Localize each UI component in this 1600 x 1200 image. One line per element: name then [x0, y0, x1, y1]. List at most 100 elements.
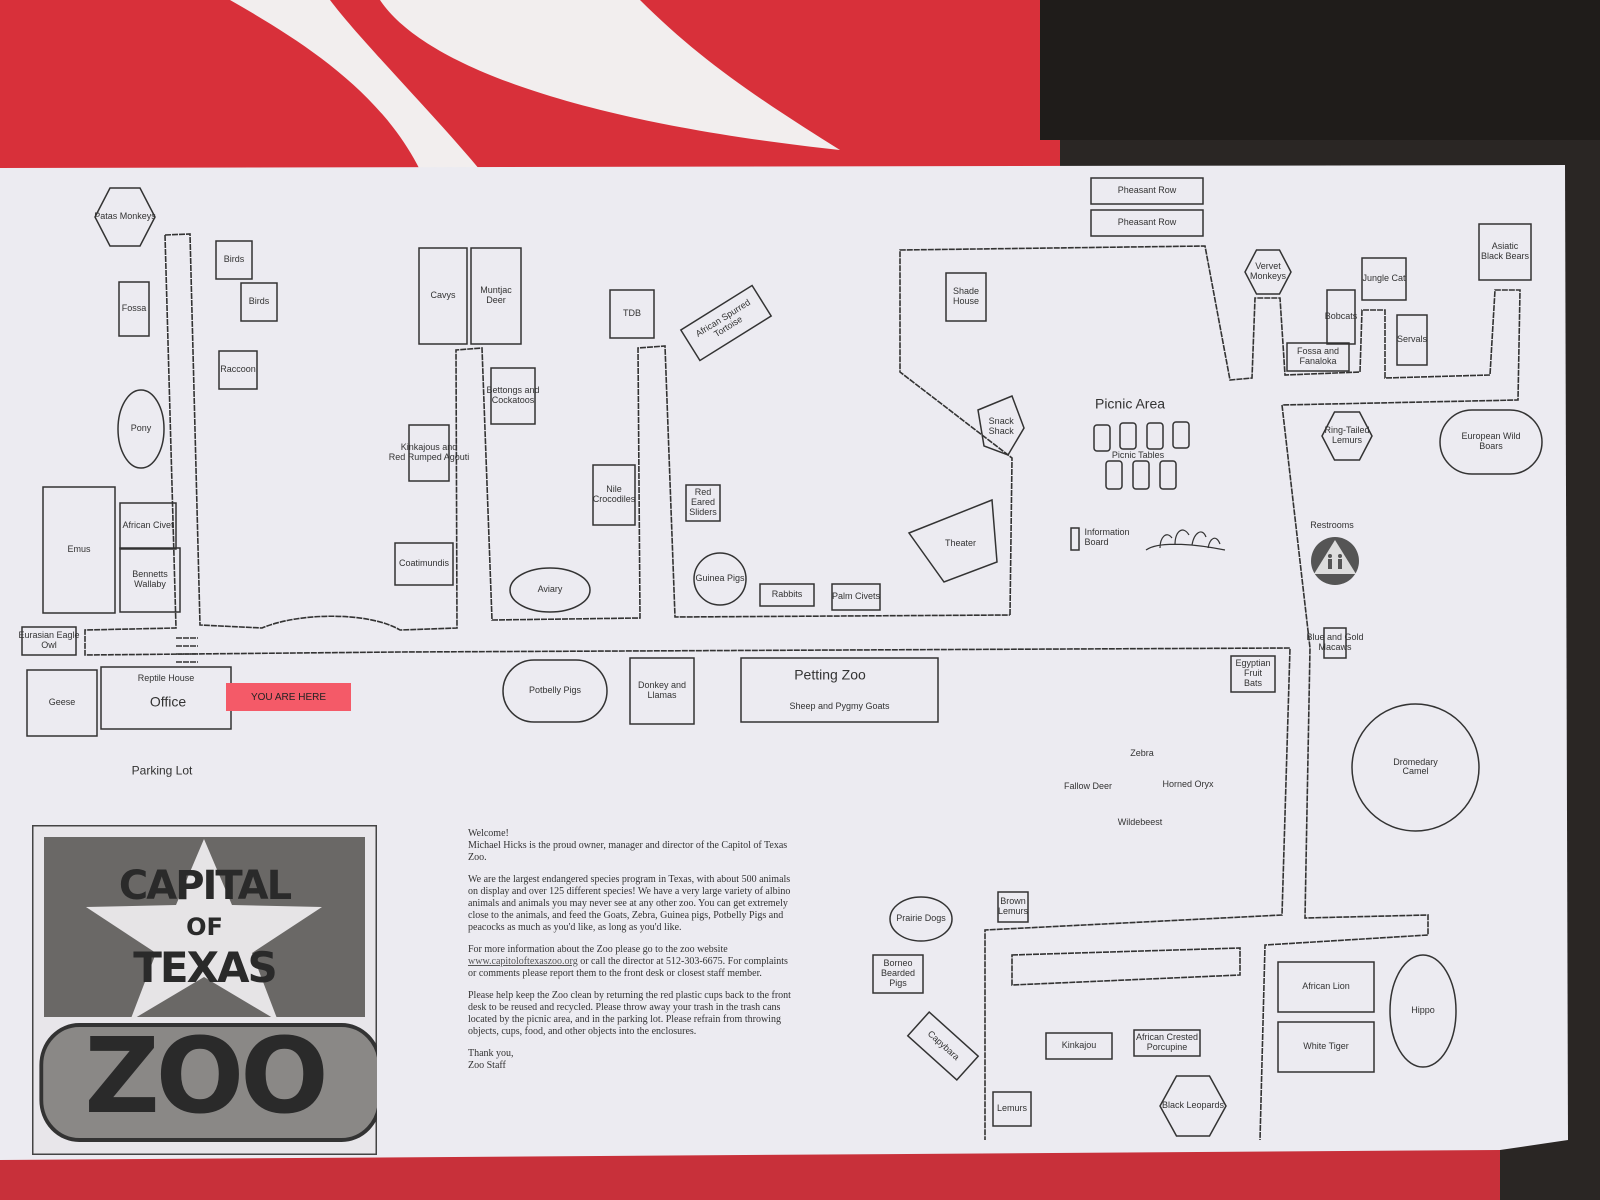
- wildebeest-label: Wildebeest: [1117, 817, 1163, 828]
- cactus-icon: [1145, 529, 1226, 551]
- enclosure-african-lion-label: African Lion: [1302, 981, 1350, 992]
- enclosure-asiatic-black-bears-label: Asiatic Black Bears: [1480, 241, 1530, 261]
- enclosure-sheep-and-pygmy-goats-shape: [740, 657, 939, 723]
- enclosure-raccoon-shape: [218, 350, 258, 390]
- enclosure-lemurs-shape: [992, 1091, 1032, 1127]
- enclosure-fossa-and-fanaloka-shape: [1286, 342, 1350, 372]
- picnic-tables-label: Picnic Tables: [1111, 450, 1165, 461]
- enclosure-birds-shape: [240, 282, 278, 322]
- enclosure-cavys-shape: [418, 247, 468, 345]
- fallow-deer-label: Fallow Deer: [1063, 781, 1113, 792]
- enclosure-emus-label: Emus: [67, 544, 91, 555]
- enclosure-theater-label: Theater: [944, 538, 977, 549]
- enclosure-hippo-label: Hippo: [1411, 1005, 1435, 1016]
- enclosure-african-spurred-tortoise-shape: [679, 284, 773, 362]
- enclosure-servals-shape: [1396, 314, 1428, 366]
- enclosure-jungle-cat-label: Jungle Cat: [1362, 273, 1406, 284]
- enclosure-sheep-and-pygmy-goats-label: Sheep and Pygmy Goats: [789, 701, 890, 712]
- horned-oryx-label: Horned Oryx: [1162, 779, 1214, 790]
- enclosure-birds-shape: [215, 240, 253, 280]
- enclosure-european-wild-boars-shape: [1439, 409, 1543, 475]
- restrooms-label: Restrooms: [1310, 520, 1354, 531]
- enclosure-black-leopards-label: Black Leopards: [1161, 1100, 1225, 1111]
- enclosure-egyptian-fruit-bats-shape: [1230, 655, 1276, 693]
- enclosure-guinea-pigs-shape: [693, 552, 747, 606]
- welcome-text: Welcome! Michael Hicks is the proud owne…: [468, 828, 798, 1072]
- enclosure-rabbits-label: Rabbits: [771, 589, 803, 600]
- enclosure-bobcats-shape: [1326, 289, 1356, 345]
- enclosure-blue-and-gold-macaws-label: Blue and Gold Macaws: [1306, 632, 1364, 652]
- enclosure-pheasant-row-label: Pheasant Row: [1117, 217, 1177, 228]
- petting-zoo-label: Petting Zoo: [794, 666, 866, 683]
- enclosure-palm-civets-shape: [831, 583, 881, 611]
- picnic-area-label: Picnic Area: [1094, 395, 1166, 412]
- welcome-paragraph-1: Michael Hicks is the proud owner, manage…: [468, 840, 788, 863]
- enclosure-pony-shape: [117, 389, 165, 469]
- enclosure-raccoon-label: Raccoon: [220, 364, 256, 375]
- enclosure-kinkajou-shape: [1045, 1032, 1113, 1060]
- enclosure-pheasant-row-label: Pheasant Row: [1117, 185, 1177, 196]
- enclosure-pheasant-row-shape: [1090, 209, 1204, 237]
- enclosure-snack-shack-label: Snack Shack: [988, 416, 1014, 436]
- information-board-label: Information Board: [1084, 527, 1130, 547]
- enclosure-birds-label: Birds: [223, 254, 245, 265]
- enclosure-patas-monkeys-label: Patas Monkeys: [94, 211, 156, 222]
- enclosure-shade-house-label: Shade House: [952, 286, 980, 306]
- walking-path: [899, 245, 1521, 616]
- enclosure-reptile-house-label: Reptile House: [137, 673, 195, 684]
- enclosure-geese-label: Geese: [48, 697, 76, 708]
- enclosure-red-eared-sliders-label: Red Eared Sliders: [689, 487, 717, 517]
- welcome-signature: Zoo Staff: [468, 1060, 506, 1071]
- enclosure-lemurs-label: Lemurs: [996, 1103, 1028, 1114]
- website-link[interactable]: www.capitoloftexaszoo.org: [468, 956, 578, 967]
- enclosure-dromedary-camel-label: Dromedary Camel: [1393, 756, 1438, 777]
- enclosure-patas-monkeys-shape: [94, 187, 156, 247]
- enclosure-vervet-monkeys-label: Vervet Monkeys: [1249, 261, 1287, 281]
- enclosure-donkey-and-llamas-shape: [629, 657, 695, 725]
- enclosure-white-tiger-label: White Tiger: [1303, 1041, 1349, 1052]
- enclosure-kinkajous-and-red-rumped-agouti-label: Kinkajous and Red Rumped Agouti: [388, 442, 470, 462]
- enclosure-white-tiger-shape: [1277, 1021, 1375, 1073]
- enclosure-borneo-bearded-pigs-shape: [872, 954, 924, 994]
- enclosure-tdb-label: TDB: [623, 308, 641, 319]
- enclosure-european-wild-boars-label: European Wild Boars: [1461, 431, 1521, 451]
- enclosure-nile-crocodiles-label: Nile Crocodiles: [592, 484, 636, 504]
- enclosure-vervet-monkeys-shape: [1244, 249, 1292, 295]
- enclosure-eurasian-eagle-owl-shape: [21, 626, 77, 656]
- enclosure-birds-label: Birds: [248, 296, 270, 307]
- enclosure-red-eared-sliders-shape: [685, 484, 721, 522]
- enclosure-african-crested-porcupine-shape: [1133, 1029, 1201, 1057]
- enclosure-prairie-dogs-shape: [889, 896, 953, 942]
- enclosure-black-leopards-shape: [1159, 1075, 1227, 1137]
- restroom-icon: [1311, 537, 1359, 585]
- enclosure-brown-lemurs-shape: [997, 891, 1029, 923]
- enclosure-donkey-and-llamas-label: Donkey and Llamas: [637, 680, 687, 700]
- enclosure-emus-shape: [42, 486, 116, 614]
- enclosure-blue-and-gold-macaws-shape: [1323, 627, 1347, 659]
- enclosure-african-civet-label: African Civet: [122, 520, 174, 531]
- enclosure-asiatic-black-bears-shape: [1478, 223, 1532, 281]
- zebra-label: Zebra: [1130, 748, 1154, 759]
- enclosure-tdb-shape: [609, 289, 655, 339]
- enclosure-snack-shack-shape: [977, 395, 1025, 456]
- enclosure-pony-label: Pony: [130, 423, 152, 434]
- enclosure-borneo-bearded-pigs-label: Borneo Bearded Pigs: [880, 958, 916, 988]
- walking-paths: [84, 233, 1521, 1141]
- enclosure-aviary-label: Aviary: [537, 584, 563, 595]
- parking-lot-label: Parking Lot: [131, 763, 193, 778]
- you-are-here-marker: YOU ARE HERE: [226, 683, 351, 711]
- enclosure-ring-tailed-lemurs-shape: [1321, 411, 1373, 461]
- enclosure-theater-shape: [907, 498, 998, 583]
- enclosure-african-lion-shape: [1277, 961, 1375, 1013]
- enclosure-pheasant-row-shape: [1090, 177, 1204, 205]
- welcome-paragraph-3: For more information about the Zoo pleas…: [468, 944, 788, 979]
- enclosure-prairie-dogs-label: Prairie Dogs: [896, 913, 946, 924]
- enclosure-rabbits-shape: [759, 583, 815, 607]
- enclosure-shade-house-shape: [945, 272, 987, 322]
- enclosure-fossa-shape: [118, 281, 150, 337]
- enclosure-bettongs-and-cockatoos-shape: [490, 367, 536, 425]
- welcome-signoff: Thank you,: [468, 1048, 514, 1059]
- enclosure-aviary-shape: [509, 567, 591, 613]
- enclosure-bennetts-wallaby-label: Bennetts Wallaby: [132, 569, 168, 589]
- enclosure-geese-shape: [26, 669, 98, 737]
